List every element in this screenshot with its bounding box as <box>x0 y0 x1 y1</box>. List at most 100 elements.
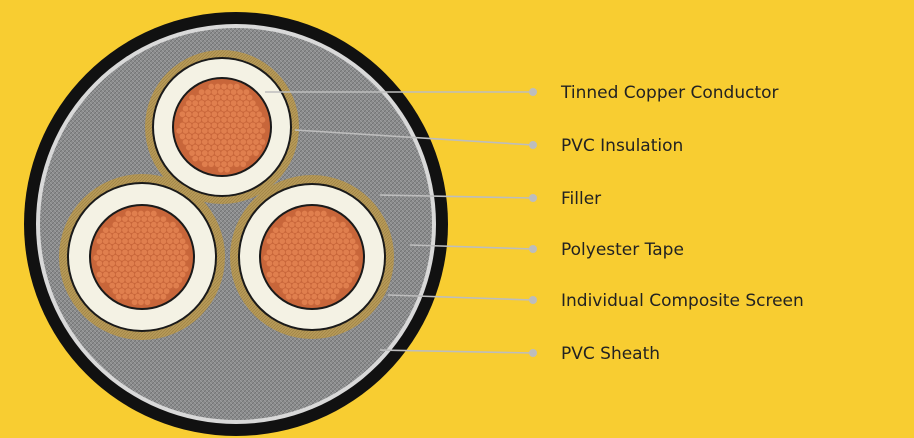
leader-dot <box>529 141 537 149</box>
copper-strand <box>276 243 282 250</box>
label-sheath: PVC Sheath <box>561 344 660 364</box>
copper-strand <box>214 94 221 101</box>
copper-strand <box>336 249 343 256</box>
copper-strand <box>115 238 122 245</box>
copper-strand <box>179 271 186 278</box>
copper-strand <box>233 161 240 168</box>
copper-strand <box>227 105 234 112</box>
copper-strand <box>125 266 132 272</box>
copper-strand <box>102 238 109 245</box>
copper-strand <box>243 111 250 118</box>
copper-strand <box>327 266 334 272</box>
copper-strand <box>263 254 270 261</box>
copper-strand <box>295 221 302 228</box>
leader-dot <box>529 296 537 304</box>
copper-strand <box>327 243 334 250</box>
copper-strand <box>272 271 279 278</box>
copper-strand <box>311 282 318 289</box>
copper-strand <box>311 216 318 222</box>
copper-strand <box>240 139 247 145</box>
copper-strand <box>324 216 330 222</box>
copper-strand <box>160 216 167 222</box>
copper-strand <box>336 227 343 234</box>
copper-strand <box>185 144 192 151</box>
copper-strand <box>320 243 327 250</box>
leader-dot <box>529 245 537 253</box>
copper-strand <box>320 254 327 261</box>
copper-strand <box>179 111 186 118</box>
copper-strand <box>249 122 256 129</box>
copper-strand <box>128 282 135 289</box>
copper-strand <box>182 105 189 112</box>
copper-strand <box>179 249 186 256</box>
copper-strand <box>99 254 106 261</box>
leader-dot <box>529 194 537 202</box>
copper-strand <box>211 89 218 95</box>
copper-strand <box>314 299 321 306</box>
copper-strand <box>304 271 311 278</box>
copper-strand <box>173 271 180 278</box>
copper-strand <box>333 288 340 295</box>
copper-strand <box>224 111 231 118</box>
copper-strand <box>301 299 308 306</box>
core-bottom-left <box>59 174 225 340</box>
copper-strand <box>160 282 167 289</box>
copper-strand <box>208 116 215 123</box>
leader-line-sheath <box>379 349 534 354</box>
copper-strand <box>324 227 330 234</box>
copper-strand <box>285 249 292 256</box>
copper-strand <box>109 282 116 289</box>
copper-strand <box>249 111 256 118</box>
copper-strand <box>134 271 141 278</box>
copper-strand <box>182 266 189 272</box>
copper-strand <box>198 122 205 129</box>
copper-strand <box>154 249 160 256</box>
copper-strand <box>160 271 167 278</box>
copper-strand <box>327 232 334 239</box>
copper-strand <box>118 221 125 228</box>
copper-strand <box>185 122 192 129</box>
copper-strand <box>201 139 208 145</box>
copper-strand <box>230 100 237 107</box>
copper-strand <box>201 116 208 123</box>
leader-line-filler <box>379 194 534 199</box>
copper-strand <box>308 243 314 250</box>
copper-strand <box>352 254 359 261</box>
copper-strand <box>327 221 334 228</box>
copper-strand <box>176 232 183 239</box>
copper-strand <box>147 260 154 267</box>
copper-strand <box>125 210 132 217</box>
copper-strand <box>160 238 167 245</box>
copper-strand <box>298 282 305 289</box>
copper-strand <box>198 144 205 151</box>
copper-strand <box>144 210 151 217</box>
labels: Tinned Copper Conductor PVC Insulation F… <box>560 83 804 364</box>
copper-strand <box>237 89 243 95</box>
copper-strand <box>122 271 128 278</box>
copper-strand <box>237 100 243 107</box>
copper-strand <box>330 249 337 256</box>
copper-strand <box>115 282 122 289</box>
copper-strand <box>163 243 170 250</box>
copper-strand <box>131 277 138 283</box>
copper-strand <box>292 216 298 222</box>
copper-strand <box>134 293 141 300</box>
copper-strand <box>138 299 144 306</box>
copper-strand <box>154 282 160 289</box>
copper-strand <box>173 238 180 245</box>
copper-strand <box>266 238 273 245</box>
copper-strand <box>150 243 157 250</box>
copper-strand <box>308 277 314 283</box>
copper-strand <box>217 122 224 129</box>
copper-strand <box>112 254 119 261</box>
copper-strand <box>230 89 237 95</box>
copper-strand <box>224 144 231 151</box>
copper-strand <box>170 243 176 250</box>
copper-strand <box>333 277 340 283</box>
copper-strand <box>276 232 282 239</box>
copper-strand <box>292 271 298 278</box>
copper-strand <box>221 105 227 112</box>
copper-strand <box>301 232 308 239</box>
copper-strand <box>301 277 308 283</box>
copper-strand <box>214 116 221 123</box>
